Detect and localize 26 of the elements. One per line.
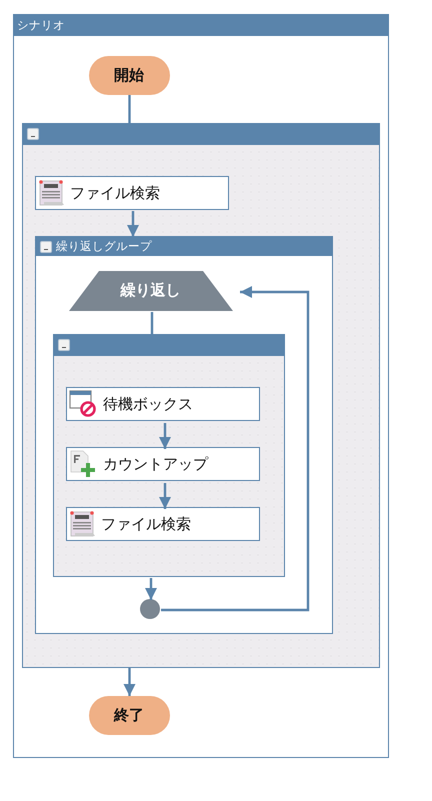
action-label: ファイル検索 bbox=[70, 184, 160, 202]
action-box bbox=[35, 176, 229, 210]
connector-arrow bbox=[159, 483, 171, 509]
group-container bbox=[13, 14, 389, 758]
connector-arrow bbox=[127, 211, 139, 237]
action-box bbox=[66, 387, 260, 421]
group-container bbox=[52, 334, 284, 576]
action-label: カウントアップ bbox=[103, 454, 208, 474]
loop-trapezoid bbox=[68, 270, 232, 310]
action-label: 待機ボックス bbox=[103, 394, 193, 414]
loop-label: 繰り返し bbox=[120, 281, 180, 300]
terminal-label: 終了 bbox=[114, 706, 144, 724]
connector-arrow bbox=[124, 668, 136, 696]
group-container bbox=[35, 236, 333, 634]
terminal-pill bbox=[88, 696, 170, 734]
connector-arrow bbox=[161, 286, 310, 612]
action-box bbox=[66, 507, 260, 541]
action-label: ファイル検索 bbox=[101, 514, 191, 534]
terminal-pill bbox=[88, 56, 170, 94]
group-container bbox=[22, 122, 380, 668]
connector-arrow bbox=[145, 578, 157, 600]
group-title: 繰り返しグループ bbox=[56, 239, 152, 254]
terminal-label: 開始 bbox=[114, 66, 144, 84]
group-title: シナリオ bbox=[17, 18, 65, 33]
connector-arrow bbox=[159, 423, 171, 449]
action-box bbox=[66, 447, 260, 481]
